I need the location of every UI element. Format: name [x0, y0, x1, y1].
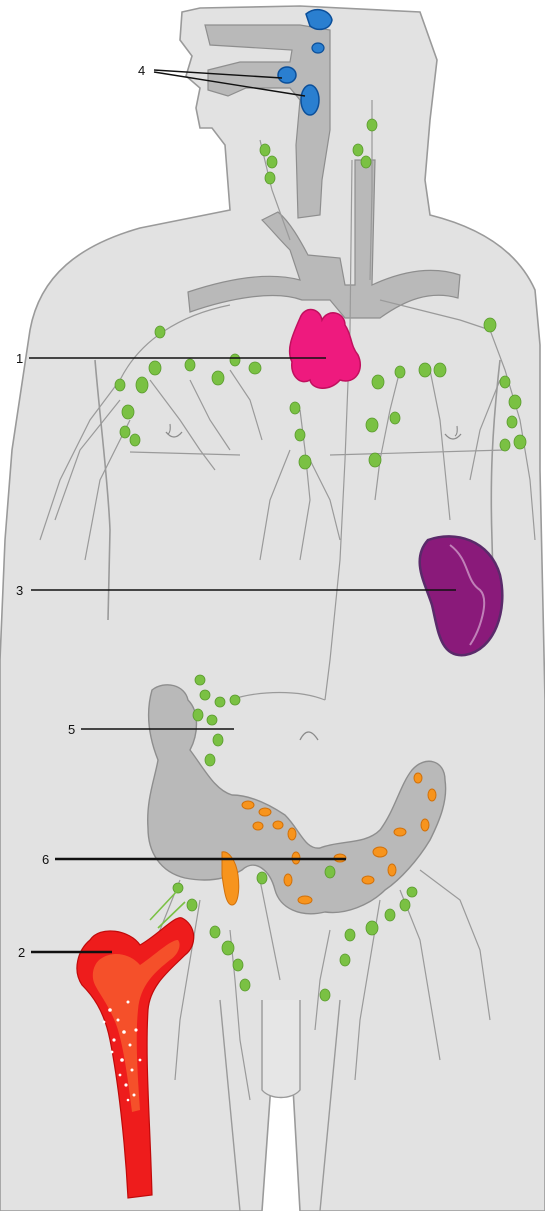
label-5: 5 [68, 722, 75, 737]
label-6: 6 [42, 852, 49, 867]
label-4: 4 [138, 63, 145, 78]
label-2: 2 [18, 945, 25, 960]
label-3: 3 [16, 583, 23, 598]
label-1: 1 [16, 351, 23, 366]
